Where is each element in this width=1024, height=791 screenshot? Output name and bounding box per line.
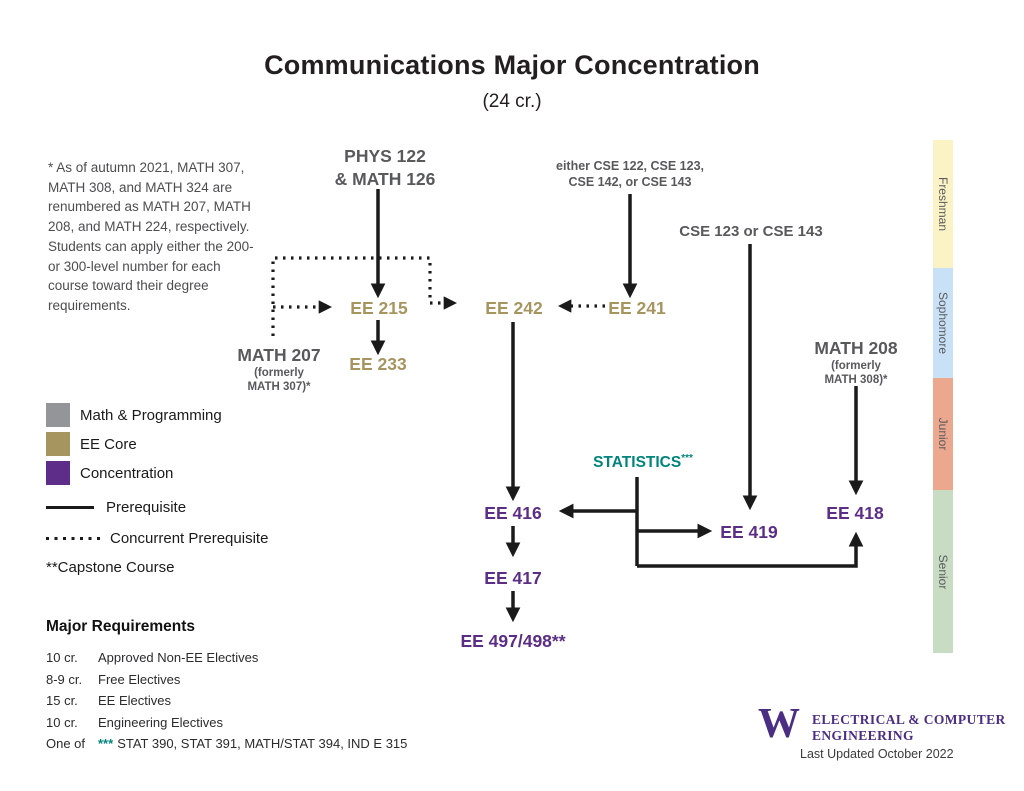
requirement-row-statistics-options: One of ***STAT 390, STAT 391, MATH/STAT … — [46, 736, 407, 751]
year-label: Senior — [936, 554, 950, 589]
course-phys122-math126: PHYS 122 & MATH 126 — [335, 145, 436, 191]
requirement-label: ***STAT 390, STAT 391, MATH/STAT 394, IN… — [98, 736, 407, 751]
course-ee242: EE 242 — [485, 298, 543, 318]
page-subtitle: (24 cr.) — [482, 91, 542, 112]
course-label-line: CSE 142, or CSE 143 — [568, 175, 692, 190]
department-line: ELECTRICAL & COMPUTER — [812, 712, 1006, 727]
page-title: Communications Major Concentration — [264, 50, 760, 80]
concentration-swatch — [46, 461, 70, 485]
course-math208: MATH 208 (formerly MATH 308)* — [814, 337, 897, 387]
course-label-line: either CSE 122, CSE 123, — [556, 159, 704, 173]
requirement-credits: 8-9 cr. — [46, 671, 83, 687]
requirement-credits: 10 cr. — [46, 714, 78, 730]
legend-item-ee-core: EE Core — [46, 432, 268, 456]
uw-logo: W — [758, 701, 800, 747]
legend-item-prerequisite: Prerequisite — [46, 499, 268, 516]
year-label: Sophomore — [936, 291, 950, 355]
course-ee418: EE 418 — [826, 503, 884, 523]
year-band-freshman: Freshman — [933, 140, 953, 268]
legend-label: Concurrent Prerequisite — [110, 530, 269, 547]
course-label: MATH 207 — [237, 345, 321, 365]
requirement-credits: 15 cr. — [46, 693, 78, 708]
year-label: Freshman — [936, 176, 950, 232]
requirement-credits: 10 cr. — [46, 650, 78, 665]
requirements-heading: Major Requirements — [46, 618, 196, 635]
course-ee215: EE 215 — [350, 298, 408, 318]
dotted-line-sample — [46, 536, 102, 541]
arrow-statistics-to-ee418 — [637, 531, 864, 568]
course-ee233: EE 233 — [349, 354, 407, 374]
formerly-line: MATH 308)* — [824, 373, 888, 386]
statistics-label: STATISTICS — [593, 454, 682, 472]
math-programming-swatch — [46, 403, 70, 427]
formerly-line: (formerly — [831, 359, 881, 372]
requirement-row: 15 cr. EE Electives — [46, 693, 407, 708]
statistics-node: STATISTICS*** — [593, 453, 693, 472]
course-label: MATH 208 — [814, 338, 898, 358]
course-ee497-498: EE 497/498** — [460, 631, 566, 651]
requirement-row: 10 cr. Engineering Electives — [46, 715, 407, 730]
course-ee417: EE 417 — [484, 568, 542, 588]
legend-label: Prerequisite — [106, 499, 187, 516]
legend-label: Concentration — [80, 464, 174, 482]
last-updated-text: Last Updated October 2022 — [800, 747, 954, 761]
course-ee419: EE 419 — [720, 522, 778, 542]
course-math207: MATH 207 (formerly MATH 307)* — [237, 344, 320, 394]
course-cse123-cse143: CSE 123 or CSE 143 — [679, 223, 823, 240]
requirement-label: EE Electives — [98, 693, 171, 708]
renumbering-note: * As of autumn 2021, MATH 307, MATH 308,… — [48, 160, 254, 313]
requirement-label: Free Electives — [98, 671, 181, 687]
capstone-note: **Capstone Course — [46, 559, 175, 576]
legend-label: Math & Programming — [80, 406, 222, 424]
legend-item-concentration: Concentration — [46, 461, 268, 485]
statistics-options: STAT 390, STAT 391, MATH/STAT 394, IND E… — [117, 736, 408, 751]
course-either-cse: either CSE 122, CSE 123, CSE 142, or CSE… — [556, 158, 704, 191]
course-label-line: PHYS 122 — [344, 146, 426, 166]
course-label-line: & MATH 126 — [334, 168, 436, 189]
major-requirements: Major Requirements 10 cr. Approved Non-E… — [46, 618, 407, 758]
legend: Math & Programming EE Core Concentration… — [46, 403, 268, 576]
year-band-senior: Senior — [933, 490, 953, 653]
formerly-line: MATH 307)* — [247, 380, 311, 393]
requirement-row: 10 cr. Approved Non-EE Electives — [46, 650, 407, 665]
department-line: ENGINEERING — [812, 727, 914, 743]
legend-label: EE Core — [80, 435, 137, 453]
requirement-label: Approved Non-EE Electives — [98, 650, 259, 665]
requirement-row: 8-9 cr. Free Electives — [46, 672, 407, 687]
legend-item-math-programming: Math & Programming — [46, 403, 268, 427]
ee-core-swatch — [46, 432, 70, 456]
stars-marker: *** — [681, 453, 693, 464]
requirement-credits: One of — [46, 736, 86, 751]
stars-marker: *** — [98, 736, 114, 751]
course-ee241: EE 241 — [608, 298, 666, 318]
year-label: Junior — [936, 417, 950, 451]
course-ee416: EE 416 — [484, 503, 542, 523]
year-band-junior: Junior — [933, 378, 953, 490]
formerly-line: (formerly — [254, 366, 304, 379]
requirement-label: Engineering Electives — [98, 714, 224, 730]
solid-line-sample — [46, 505, 94, 510]
legend-item-concurrent-prerequisite: Concurrent Prerequisite — [46, 530, 268, 547]
department-name: ELECTRICAL & COMPUTER ENGINEERING — [812, 712, 1006, 744]
year-band-sophomore: Sophomore — [933, 268, 953, 378]
